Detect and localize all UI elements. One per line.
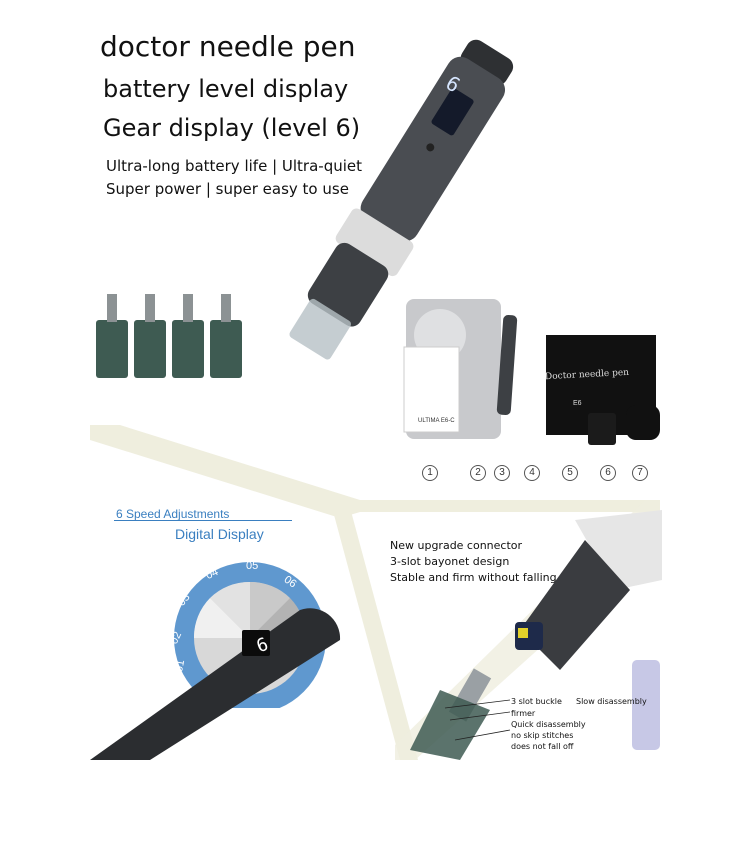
speed-level: 04: [204, 565, 221, 583]
callout-firmer: firmer: [511, 709, 536, 718]
callout-no-fall: does not fall off: [511, 742, 574, 751]
needle-cartridges: [96, 294, 242, 378]
package-number: 7: [632, 465, 648, 481]
package-number-list: 1 2 3 4 5 6 7: [422, 465, 657, 481]
callout-no-skip: no skip stitches: [511, 731, 574, 740]
subtitle-gear: Gear display (level 6): [103, 114, 361, 142]
digital-display-label: Digital Display: [175, 526, 264, 542]
package-number: 5: [562, 465, 578, 481]
box-model: E6: [573, 400, 582, 407]
box-label: ULTIMA E6-C: [418, 418, 455, 424]
package-number: 2: [470, 465, 486, 481]
package-number: 6: [600, 465, 616, 481]
subtitle-battery: battery level display: [103, 75, 349, 103]
connector-line-3: Stable and firm without falling off: [390, 571, 575, 584]
package-number: 4: [524, 465, 540, 481]
package-number: 1: [422, 465, 438, 481]
speed-level: 06: [281, 573, 299, 591]
pen-image: [289, 39, 514, 360]
package-image: [403, 299, 660, 445]
speed-underline: [114, 520, 292, 521]
speed-title: 6 Speed Adjustments: [116, 507, 230, 521]
feature-line-1: Ultra-long battery life | Ultra-quiet: [106, 157, 362, 175]
callout-lines: [444, 699, 511, 741]
connector-line-2: 3-slot bayonet design: [390, 555, 510, 568]
connector-line-1: New upgrade connector: [390, 539, 523, 552]
page-title: doctor needle pen: [100, 30, 356, 63]
package-number: 3: [494, 465, 510, 481]
speed-level-list: 01 02 03 04 05 06: [160, 548, 330, 708]
callout-slot-buckle: 3 slot buckle: [511, 697, 562, 706]
speed-level: 05: [246, 560, 259, 572]
slow-disassembly-label: Slow disassembly: [576, 697, 647, 706]
speed-pen-closeup: [90, 608, 341, 760]
connector-pen-image: [410, 510, 662, 760]
callout-quick-disassembly: Quick disassembly: [511, 720, 586, 729]
feature-line-2: Super power | super easy to use: [106, 180, 349, 198]
